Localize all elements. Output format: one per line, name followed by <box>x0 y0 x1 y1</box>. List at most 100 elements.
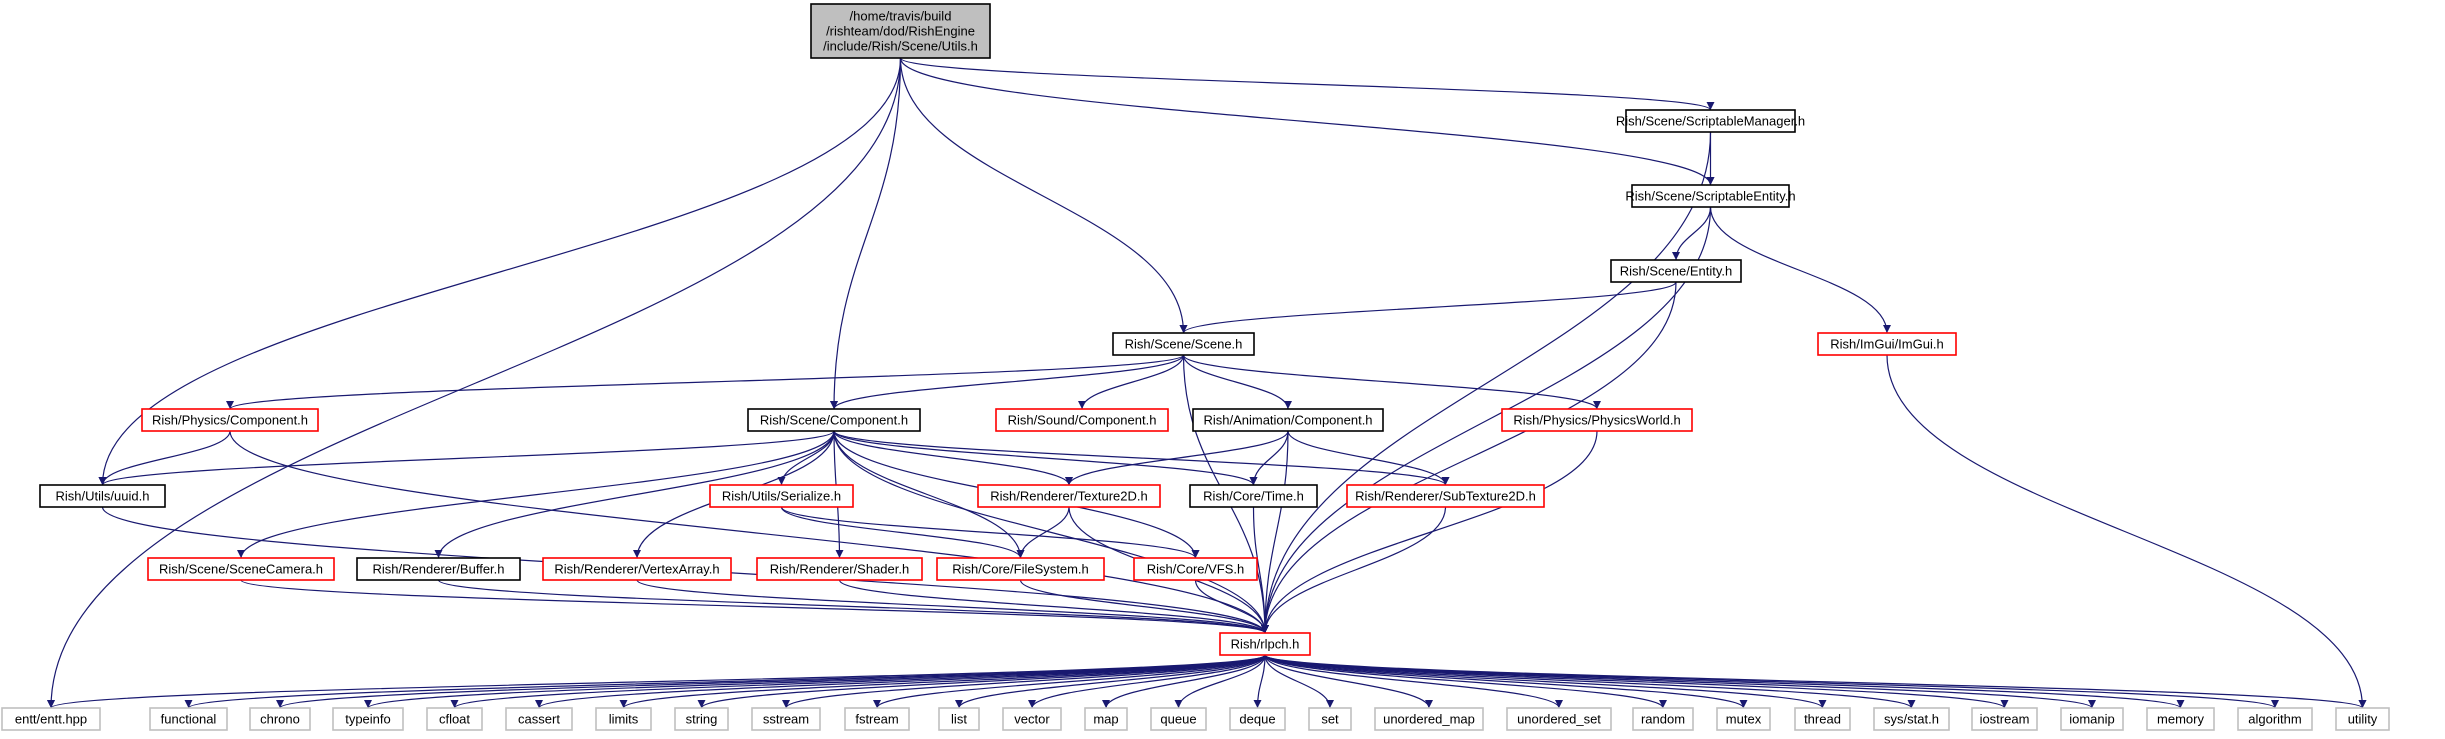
node-time[interactable]: Rish/Core/Time.h <box>1189 484 1318 508</box>
node-s26[interactable]: utility <box>2335 707 2390 731</box>
node-s8[interactable]: sstream <box>751 707 821 731</box>
node-s3-box <box>332 707 404 731</box>
edge-rlpch-to-s0 <box>47 654 1266 709</box>
node-s20[interactable]: thread <box>1794 707 1851 731</box>
edge-rlpch-to-s13 <box>1174 654 1266 709</box>
node-scenecomp[interactable]: Rish/Scene/Component.h <box>747 408 921 432</box>
node-rlpch[interactable]: Rish/rlpch.h <box>1219 632 1311 656</box>
edge-physcomp-to-uuid <box>98 430 231 486</box>
node-s6[interactable]: limits <box>595 707 652 731</box>
edge-camera-to-rlpch <box>240 579 1269 634</box>
node-soundcomp-box <box>995 408 1169 432</box>
node-s9[interactable]: fstream <box>844 707 910 731</box>
node-scriptmgr[interactable]: Rish/Scene/ScriptableManager.h <box>1616 109 1805 133</box>
node-s5-box <box>505 707 573 731</box>
node-s15[interactable]: set <box>1308 707 1352 731</box>
node-vfs[interactable]: Rish/Core/VFS.h <box>1133 557 1258 581</box>
node-s16-label: unordered_map <box>1383 712 1475 727</box>
node-s25[interactable]: algorithm <box>2237 707 2313 731</box>
node-shader-label: Rish/Renderer/Shader.h <box>770 562 909 577</box>
edge-scene-to-soundcomp <box>1078 354 1185 410</box>
edge-scene-to-physworld <box>1182 354 1601 410</box>
edge-rlpch-to-s21 <box>1264 654 1916 709</box>
node-fs[interactable]: Rish/Core/FileSystem.h <box>936 557 1105 581</box>
node-s24[interactable]: memory <box>2146 707 2215 731</box>
node-s9-box <box>844 707 910 731</box>
node-rlpch-label: Rish/rlpch.h <box>1231 637 1300 652</box>
node-s7[interactable]: string <box>674 707 729 731</box>
node-serialize[interactable]: Rish/Utils/Serialize.h <box>709 484 854 508</box>
node-s18[interactable]: random <box>1632 707 1694 731</box>
node-s12[interactable]: map <box>1084 707 1128 731</box>
node-root-box <box>810 3 991 59</box>
node-buffer-label: Rish/Renderer/Buffer.h <box>373 562 505 577</box>
node-root[interactable]: /home/travis/build/rishteam/dod/RishEngi… <box>810 3 991 59</box>
node-s23[interactable]: iomanip <box>2060 707 2124 731</box>
node-vfs-label: Rish/Core/VFS.h <box>1147 562 1245 577</box>
edge-layer <box>47 57 2367 709</box>
node-physworld[interactable]: Rish/Physics/PhysicsWorld.h <box>1501 408 1693 432</box>
edge-rlpch-to-s11 <box>1028 654 1266 709</box>
node-uuid[interactable]: Rish/Utils/uuid.h <box>39 484 166 508</box>
node-tex2d[interactable]: Rish/Renderer/Texture2D.h <box>977 484 1161 508</box>
node-shader[interactable]: Rish/Renderer/Shader.h <box>756 557 923 581</box>
node-s22[interactable]: iostream <box>1971 707 2038 731</box>
node-s13-label: queue <box>1160 712 1196 727</box>
node-vao-box <box>542 557 732 581</box>
edge-scenecomp-to-fs <box>833 430 1025 559</box>
node-s2[interactable]: chrono <box>249 707 311 731</box>
node-subtex[interactable]: Rish/Renderer/SubTexture2D.h <box>1346 484 1545 508</box>
node-fs-box <box>936 557 1105 581</box>
node-s16[interactable]: unordered_map <box>1374 707 1484 731</box>
node-scriptent-box <box>1631 184 1790 208</box>
node-s25-box <box>2237 707 2313 731</box>
node-s1[interactable]: functional <box>149 707 228 731</box>
node-s24-box <box>2146 707 2215 731</box>
node-s10-box <box>938 707 980 731</box>
edge-scriptmgr-to-rlpch <box>1261 131 1712 634</box>
node-s13[interactable]: queue <box>1150 707 1207 731</box>
node-s21-label: sys/stat.h <box>1884 712 1939 727</box>
node-animcomp[interactable]: Rish/Animation/Component.h <box>1192 408 1384 432</box>
node-s1-box <box>149 707 228 731</box>
node-s12-box <box>1084 707 1128 731</box>
node-uuid-label: Rish/Utils/uuid.h <box>56 489 150 504</box>
node-s11[interactable]: vector <box>1002 707 1062 731</box>
node-s14[interactable]: deque <box>1229 707 1286 731</box>
node-root-label-line: /rishteam/dod/RishEngine <box>826 24 975 39</box>
edge-animcomp-to-subtex <box>1287 430 1450 486</box>
node-camera[interactable]: Rish/Scene/SceneCamera.h <box>147 557 335 581</box>
node-s3[interactable]: typeinfo <box>332 707 404 731</box>
node-s0[interactable]: entt/entt.hpp <box>1 707 101 731</box>
edge-tex2d-to-fs <box>1016 506 1070 559</box>
node-physcomp[interactable]: Rish/Physics/Component.h <box>141 408 319 432</box>
node-s10[interactable]: list <box>938 707 980 731</box>
edge-rlpch-to-s4 <box>450 654 1266 709</box>
node-s1-label: functional <box>161 712 217 727</box>
node-scene[interactable]: Rish/Scene/Scene.h <box>1112 332 1255 356</box>
node-s17[interactable]: unordered_set <box>1506 707 1612 731</box>
edge-physcomp-to-rlpch <box>229 430 1269 634</box>
edge-rlpch-to-s14 <box>1253 654 1266 709</box>
node-subtex-box <box>1346 484 1545 508</box>
node-s19[interactable]: mutex <box>1716 707 1771 731</box>
edge-rlpch-to-s6 <box>619 654 1266 709</box>
node-s19-label: mutex <box>1726 712 1762 727</box>
node-imgui[interactable]: Rish/ImGui/ImGui.h <box>1817 332 1957 356</box>
node-subtex-label: Rish/Renderer/SubTexture2D.h <box>1355 489 1536 504</box>
node-s18-box <box>1632 707 1694 731</box>
node-scriptent[interactable]: Rish/Scene/ScriptableEntity.h <box>1625 184 1796 208</box>
edge-root-to-scriptent <box>899 57 1715 186</box>
edge-rlpch-to-s18 <box>1264 654 1667 709</box>
node-root-label-line: /include/Rish/Scene/Utils.h <box>823 39 978 54</box>
node-s4[interactable]: cfloat <box>426 707 483 731</box>
node-entity-label: Rish/Scene/Entity.h <box>1620 264 1732 279</box>
edge-shader-to-rlpch <box>838 579 1269 634</box>
node-entity[interactable]: Rish/Scene/Entity.h <box>1610 259 1742 283</box>
node-s5[interactable]: cassert <box>505 707 573 731</box>
node-buffer[interactable]: Rish/Renderer/Buffer.h <box>356 557 521 581</box>
node-vao[interactable]: Rish/Renderer/VertexArray.h <box>542 557 732 581</box>
node-soundcomp[interactable]: Rish/Sound/Component.h <box>995 408 1169 432</box>
node-scenecomp-box <box>747 408 921 432</box>
node-s21[interactable]: sys/stat.h <box>1873 707 1950 731</box>
